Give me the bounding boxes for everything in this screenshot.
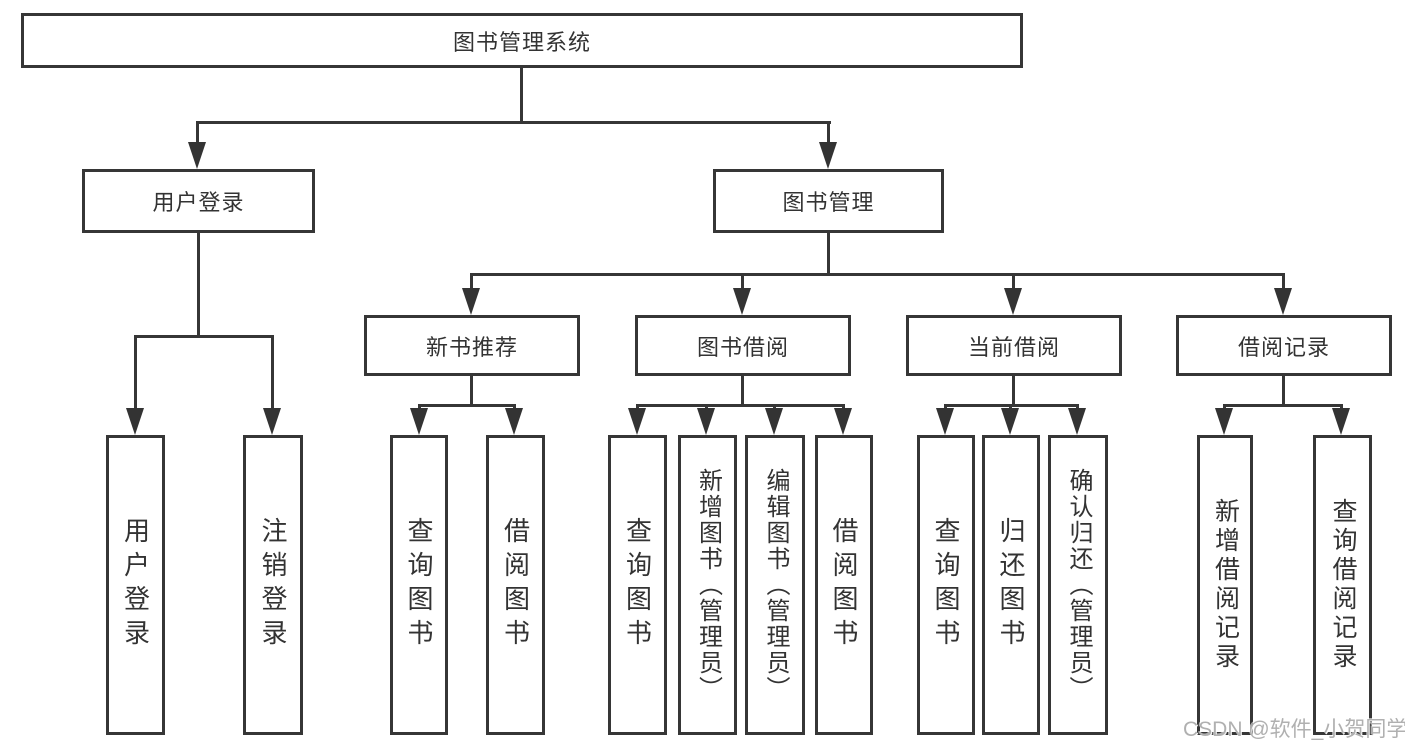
connector-hline [418,404,516,407]
connector-vline [1009,404,1012,411]
leaf-confirm-return-admin: 确认归还（管理员） [1048,435,1108,735]
connector-vline [1012,376,1015,407]
leaf-return-books: 归还图书 [982,435,1040,735]
arrowhead-down-icon [1001,408,1019,435]
arrowhead-down-icon [1215,408,1233,435]
leaf-label: 借阅图书 [500,517,531,653]
connector-vline [741,273,744,292]
connector-vline [842,404,845,411]
leaf-label: 查询图书 [404,517,434,653]
arrowhead-down-icon [126,408,144,435]
leaf-label: 查询图书 [931,517,961,653]
leaf-add-borrow-record: 新增借阅记录 [1197,435,1253,735]
connector-vline [520,68,523,123]
arrowhead-down-icon [628,408,646,435]
connector-vline [827,233,830,275]
node-new-book-recommend: 新书推荐 [364,315,580,376]
connector-vline [827,121,830,146]
connector-hline [471,273,1285,276]
connector-vline [418,404,421,411]
node-label: 新书推荐 [425,334,518,360]
leaf-query-books-recommend: 查询图书 [390,435,448,735]
connector-vline [470,273,473,292]
arrowhead-down-icon [188,142,206,169]
leaf-label: 查询借阅记录 [1329,498,1357,672]
connector-vline [1012,273,1015,292]
arrowhead-down-icon [1068,408,1086,435]
connector-vline [741,376,744,407]
leaf-borrow-books-recommend: 借阅图书 [486,435,545,735]
leaf-label: 用户登录 [120,517,151,653]
connector-vline [470,376,473,407]
leaf-label: 新增图书（管理员） [694,468,722,702]
connector-vline [1282,376,1285,407]
connector-vline [944,404,947,411]
connector-vline [271,335,274,411]
arrowhead-down-icon [819,142,837,169]
arrowhead-down-icon [834,408,852,435]
leaf-query-borrow-record: 查询借阅记录 [1313,435,1372,735]
arrowhead-down-icon [263,408,281,435]
node-root-label: 图书管理系统 [452,29,591,55]
connector-vline [636,404,639,411]
connector-vline [1340,404,1343,411]
leaf-query-books-current: 查询图书 [917,435,975,735]
leaf-label: 查询图书 [622,517,653,653]
arrowhead-down-icon [505,408,523,435]
connector-hline [197,121,831,124]
node-book-borrowing: 图书借阅 [635,315,851,376]
connector-hline [134,335,274,338]
node-label: 当前借阅 [967,334,1060,360]
arrowhead-down-icon [1332,408,1350,435]
leaf-edit-books-admin: 编辑图书（管理员） [745,435,805,735]
leaf-user-login: 用户登录 [106,435,165,735]
csdn-watermark: CSDN @软件_小贺同学 [1183,718,1405,741]
leaf-label: 借阅图书 [829,517,859,653]
connector-vline [197,233,200,337]
node-label: 用户登录 [152,190,245,215]
node-user-login: 用户登录 [82,169,315,233]
node-book-management: 图书管理 [713,169,944,233]
arrowhead-down-icon [1274,288,1292,315]
leaf-label: 新增借阅记录 [1211,498,1240,672]
connector-vline [1282,273,1285,292]
connector-vline [134,335,137,411]
leaf-query-books-borrowing: 查询图书 [608,435,667,735]
arrowhead-down-icon [697,408,715,435]
leaf-borrow-books-borrowing: 借阅图书 [815,435,873,735]
arrowhead-down-icon [410,408,428,435]
leaf-label: 归还图书 [996,517,1026,653]
node-label: 图书管理 [782,190,875,215]
node-current-borrowing: 当前借阅 [906,315,1122,376]
leaf-logout: 注销登录 [243,435,303,735]
connector-vline [513,404,516,411]
connector-hline [1223,404,1343,407]
arrowhead-down-icon [936,408,954,435]
node-borrowing-records: 借阅记录 [1176,315,1392,376]
leaf-label: 确认归还（管理员） [1065,468,1092,702]
leaf-label: 注销登录 [258,517,288,653]
connector-vline [1223,404,1226,411]
arrowhead-down-icon [462,288,480,315]
arrowhead-down-icon [733,288,751,315]
connector-hline [636,404,845,407]
connector-vline [705,404,708,411]
node-root: 图书管理系统 [21,13,1023,68]
leaf-add-books-admin: 新增图书（管理员） [678,435,737,735]
connector-vline [1076,404,1079,411]
node-label: 借阅记录 [1237,334,1330,360]
leaf-label: 编辑图书（管理员） [762,468,789,702]
node-label: 图书借阅 [696,334,789,360]
connector-vline [196,121,199,146]
connector-vline [773,404,776,411]
arrowhead-down-icon [765,408,783,435]
arrowhead-down-icon [1004,288,1022,315]
